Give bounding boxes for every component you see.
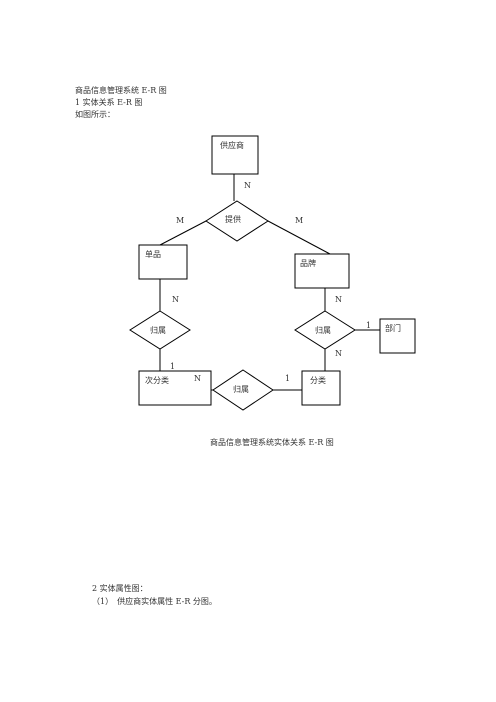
relation-supply-label: 提供 [225, 214, 241, 224]
cardinality-label: N [172, 295, 179, 304]
entity-product-label: 单品 [145, 249, 161, 259]
cardinality-label: 1 [285, 374, 290, 383]
line-supply-brand [267, 220, 331, 255]
relation-belong-bottom-label: 归属 [233, 384, 249, 394]
section-2-title: 2 实体属性图： [92, 584, 148, 593]
relation-belong-left-label: 归属 [150, 325, 166, 335]
entity-category-label: 分类 [310, 375, 326, 385]
document-heading: 商品信息管理系统 E-R 图 [75, 86, 167, 95]
entity-supplier-label: 供应商 [220, 140, 244, 150]
entity-product [138, 244, 188, 280]
relation-belong-left [129, 310, 191, 350]
cardinality-label: N [335, 349, 342, 358]
cardinality-label: M [295, 216, 303, 225]
entity-subcategory-label: 次分类 [145, 375, 169, 385]
entity-brand [294, 253, 350, 289]
entity-supplier [211, 135, 259, 175]
entity-category [301, 370, 341, 406]
cardinality-label: M [176, 216, 184, 225]
relation-supply [205, 200, 269, 242]
entity-department [379, 318, 416, 354]
line-supply-product [159, 220, 207, 246]
intro-text: 如图所示： [75, 110, 115, 119]
entity-brand-label: 品牌 [300, 258, 316, 268]
cardinality-label: N [335, 295, 342, 304]
relation-belong-bottom [212, 369, 274, 411]
cardinality-label: 1 [170, 362, 175, 371]
list-item-1: （1） 供应商实体属性 E-R 分图。 [92, 597, 217, 606]
cardinality-label: 1 [366, 321, 371, 330]
cardinality-label: N [244, 181, 251, 190]
relation-belong-right [294, 310, 356, 350]
entity-department-label: 部门 [385, 323, 401, 333]
section-1-title: 1 实体关系 E-R 图 [75, 98, 143, 107]
cardinality-label: N [194, 374, 201, 383]
entity-subcategory [138, 370, 212, 406]
diagram-caption: 商品信息管理系统实体关系 E-R 图 [210, 438, 334, 447]
relation-belong-right-label: 归属 [315, 325, 331, 335]
